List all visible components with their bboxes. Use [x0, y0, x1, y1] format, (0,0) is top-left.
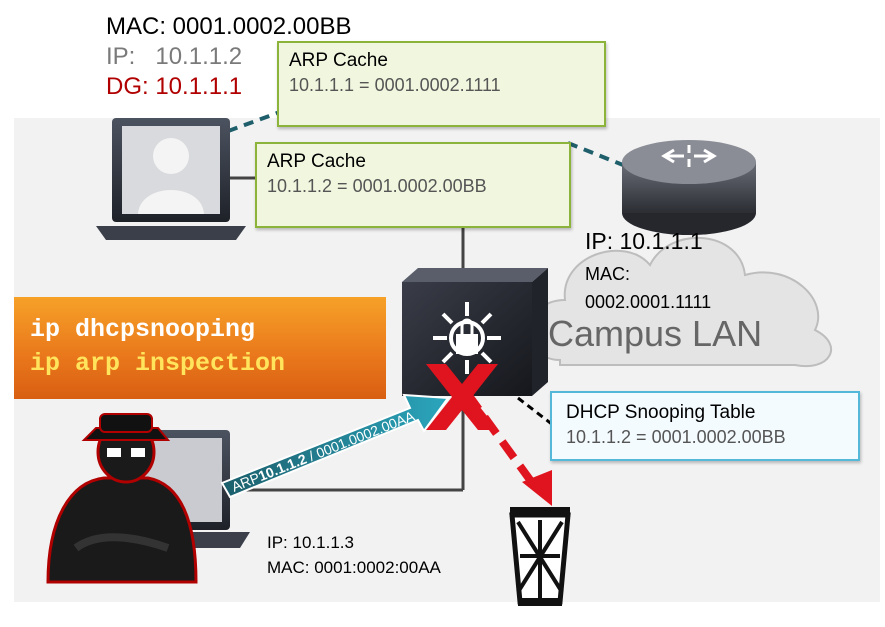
command-arp-inspection: ip arp inspection — [30, 349, 286, 378]
router-info: IP: 10.1.1.1 MAC: 0002.0001.1111 — [585, 226, 711, 316]
trash-can-icon — [509, 507, 571, 606]
command-dhcp-snooping: ip dhcpsnooping — [30, 315, 256, 344]
dhcp-snooping-table: DHCP Snooping Table 10.1.1.2 = 0001.0002… — [550, 391, 860, 461]
router-icon — [622, 140, 756, 235]
hacker-laptop-icon — [46, 413, 250, 584]
dhcp-snooping-table-entry: 10.1.1.2 = 0001.0002.00BB — [566, 427, 786, 447]
arp-packet-label: ARP10.1.1.2 / 0001.0002.00AA — [229, 407, 417, 494]
switch-security-icon — [402, 268, 548, 396]
router-ip: IP: 10.1.1.1 — [585, 228, 703, 254]
cache-leader-lines — [211, 110, 629, 427]
victim-mac: MAC: 0001.0002.00BB — [106, 13, 352, 40]
router-mac: 0002.0001.1111 — [585, 292, 712, 312]
victim-arp-cache-title: ARP Cache — [289, 50, 388, 71]
router-arp-cache-entry: 10.1.1.2 = 0001.0002.00BB — [267, 176, 487, 196]
victim-default-gateway: DG: 10.1.1.1 — [106, 73, 243, 100]
user-laptop-icon — [96, 118, 246, 240]
victim-ip: IP: 10.1.1.2 — [106, 43, 243, 70]
attacker-ip: IP: 10.1.1.3 — [267, 533, 354, 552]
command-box: ip dhcpsnooping ip arp inspection — [14, 297, 386, 399]
victim-arp-cache: ARP Cache 10.1.1.1 = 0001.0002.1111 — [277, 41, 606, 127]
router-arp-cache: ARP Cache 10.1.1.2 = 0001.0002.00BB — [255, 142, 571, 228]
dhcp-snooping-table-title: DHCP Snooping Table — [566, 402, 756, 423]
router-arp-cache-title: ARP Cache — [267, 151, 366, 172]
attacker-mac: MAC: 0001:0002:00AA — [267, 558, 441, 577]
cloud-icon — [529, 236, 833, 368]
blocked-x-icon — [426, 364, 498, 430]
victim-arp-cache-entry: 10.1.1.1 = 0001.0002.1111 — [289, 75, 501, 95]
attacker-info: IP: 10.1.1.3 MAC: 0001:0002:00AA — [267, 530, 441, 580]
router-mac-label: MAC: — [585, 264, 630, 284]
arp-packet-arrow — [220, 393, 450, 499]
cloud-label: Campus LAN — [548, 313, 763, 354]
